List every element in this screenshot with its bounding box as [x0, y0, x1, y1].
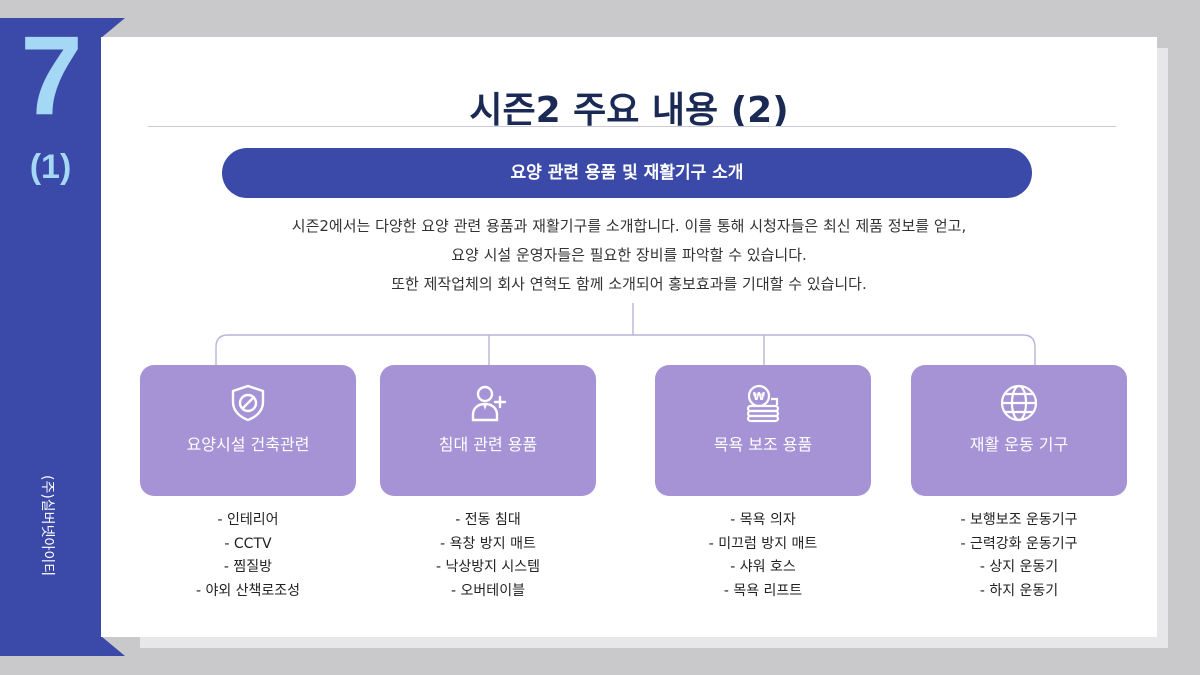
list-item: - 목욕 의자 — [730, 512, 796, 528]
list-item: - 근력강화 운동기구 — [960, 535, 1078, 552]
list-item: - 오버테이블 — [451, 582, 525, 599]
list-item: - CCTV — [224, 535, 272, 552]
coins-icon: ₩ — [746, 384, 780, 423]
list-item: - 목욕 리프트 — [723, 582, 803, 599]
list-item: - 보행보조 운동기구 — [960, 512, 1078, 528]
title-divider — [148, 126, 1116, 127]
list-item: - 미끄럼 방지 매트 — [708, 535, 818, 552]
list-item: - 낙상방지 시스템 — [435, 559, 541, 575]
list-item: - 야외 산책로조성 — [195, 582, 301, 599]
intro-line: 요양 시설 운영자들은 필요한 장비를 파악할 수 있습니다. — [451, 246, 807, 264]
list-item: - 상지 운동기 — [979, 559, 1059, 575]
category-box-bed: 침대 관련 용품 — [380, 365, 596, 496]
category-label: 재활 운동 기구 — [969, 435, 1069, 454]
list-item: - 하지 운동기 — [979, 582, 1059, 599]
category-label: 침대 관련 용품 — [438, 435, 538, 454]
company-name: (주)실버넷아이티 — [39, 475, 55, 577]
sidebar-corner-bottom — [101, 636, 125, 656]
intro-line: 시즌2에서는 다양한 요양 관련 용품과 재활기구를 소개합니다. 이를 통해 … — [291, 217, 967, 235]
list-item: - 인테리어 — [217, 512, 279, 528]
category-items-bath: - 목욕 의자 - 미끄럼 방지 매트 - 샤워 호스 - 목욕 리프트 — [655, 509, 871, 603]
page-title: 시즌2 주요 내용 (2) — [469, 90, 789, 131]
list-item: - 전동 침대 — [455, 512, 521, 528]
category-items-building: - 인테리어 - CCTV - 찜질방 - 야외 산책로조성 — [140, 509, 356, 603]
category-items-rehab: - 보행보조 운동기구 - 근력강화 운동기구 - 상지 운동기 - 하지 운동… — [911, 509, 1127, 603]
chapter-number: 7 — [20, 13, 82, 138]
category-label: 요양시설 건축관련 — [186, 435, 310, 454]
content-card: 시즌2 주요 내용 (2) 요양 관련 용품 및 재활기구 소개 시즌2에서는 … — [101, 37, 1157, 637]
category-box-rehab: 재활 운동 기구 — [911, 365, 1127, 496]
category-box-building: 요양시설 건축관련 — [140, 365, 356, 496]
user-add-icon — [471, 385, 507, 422]
list-item: - 찜질방 — [223, 559, 273, 575]
intro-line: 또한 제작업체의 회사 연혁도 함께 소개되어 홍보효과를 기대할 수 있습니다… — [391, 275, 867, 293]
section-heading-pill: 요양 관련 용품 및 재활기구 소개 — [222, 148, 1032, 198]
list-item: - 샤워 호스 — [730, 559, 796, 575]
shield-icon — [231, 384, 265, 422]
chapter-sub-number: (1) — [29, 148, 72, 186]
globe-icon — [1000, 384, 1038, 422]
svg-text:₩: ₩ — [753, 390, 765, 403]
list-item: - 욕창 방지 매트 — [440, 535, 536, 552]
sidebar — [0, 18, 101, 656]
sidebar-corner-top — [101, 18, 125, 38]
connector-lines — [215, 303, 1036, 365]
intro-text: 시즌2에서는 다양한 요양 관련 용품과 재활기구를 소개합니다. 이를 통해 … — [101, 212, 1157, 299]
category-label: 목욕 보조 용품 — [713, 435, 813, 454]
category-box-bath: ₩ 목욕 보조 용품 — [655, 365, 871, 496]
category-items-bed: - 전동 침대 - 욕창 방지 매트 - 낙상방지 시스템 - 오버테이블 — [380, 509, 596, 603]
